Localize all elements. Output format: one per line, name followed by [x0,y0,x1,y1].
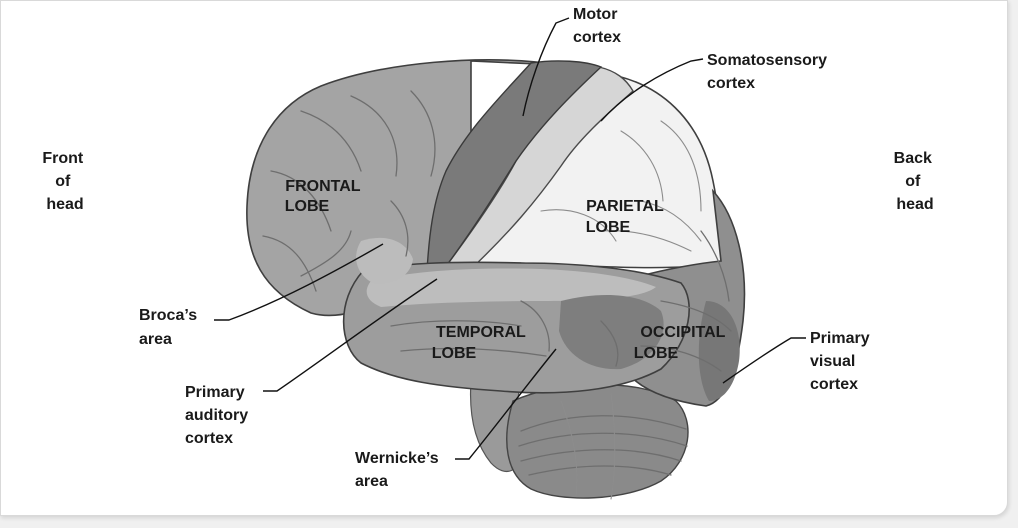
brocas-area-label: Broca’s area [139,307,202,348]
occipital-lobe-label: OCCIPITAL LOBE [634,324,730,362]
parietal-lobe-label: PARIETAL LOBE [586,198,668,236]
figure-card: FRONTAL LOBE PARIETAL LOBE TEMPORAL LOBE… [0,0,1008,516]
temporal-lobe-label: TEMPORAL LOBE [432,324,530,362]
brocas-area-region [356,237,413,284]
motor-cortex-label: Motor cortex [573,6,622,46]
cerebellum-folia [518,392,688,500]
motor-cortex [426,60,603,274]
front-of-head-label: Front of head [42,150,87,213]
back-of-head-label: Back of head [894,150,937,213]
gyri-lines [262,90,732,372]
primary-auditory-cortex-label: Primary auditory cortex [185,384,253,447]
primary-visual-cortex-region [698,301,740,401]
frontal-lobe-label: FRONTAL LOBE [285,178,365,215]
somatosensory-cortex-label: Somatosensory cortex [707,52,832,92]
wernickes-area-label: Wernicke’s area [355,450,443,490]
callout-leaders [214,17,806,460]
wernickes-area-region [559,295,664,370]
primary-visual-cortex-label: Primary visual cortex [810,330,874,393]
brain-diagram: FRONTAL LOBE PARIETAL LOBE TEMPORAL LOBE… [42,6,937,500]
